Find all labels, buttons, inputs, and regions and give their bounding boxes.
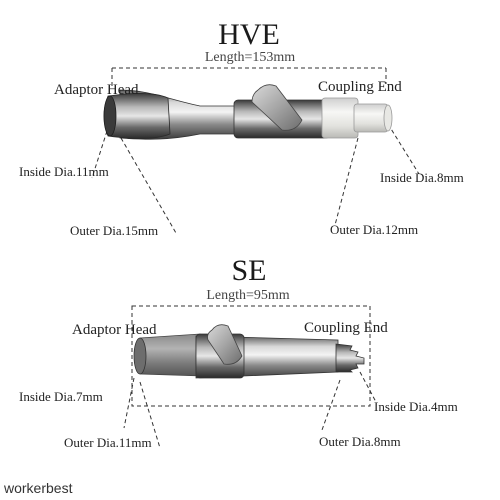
hve-instrument: [103, 84, 393, 140]
hve-outer-dia-coupling: Outer Dia.12mm: [330, 222, 419, 237]
hve-coupling-end-label: Coupling End: [318, 79, 402, 95]
hve-dimension-lines: [91, 67, 420, 234]
se-inside-dia-adaptor: Inside Dia.7mm: [19, 389, 103, 404]
se-instrument: [133, 324, 365, 379]
hve-title: HVE: [218, 18, 280, 51]
hve-inside-dia-coupling: Inside Dia.8mm: [380, 170, 464, 185]
se-adaptor-head-label: Adaptor Head: [72, 322, 157, 338]
hve-adaptor-head-label: Adaptor Head: [54, 82, 139, 98]
watermark-text: workerbest: [4, 480, 73, 496]
hve-outer-dia-adaptor: Outer Dia.15mm: [70, 223, 159, 238]
se-inside-dia-coupling: Inside Dia.4mm: [374, 399, 458, 414]
hve-inside-dia-adaptor: Inside Dia.11mm: [19, 164, 109, 179]
se-length-label: Length=95mm: [206, 288, 290, 303]
se-outer-dia-adaptor: Outer Dia.11mm: [64, 435, 152, 450]
se-outer-dia-coupling: Outer Dia.8mm: [319, 434, 401, 449]
se-title: SE: [231, 254, 267, 287]
se-coupling-end-label: Coupling End: [304, 320, 388, 336]
hve-length-label: Length=153mm: [204, 50, 296, 65]
se-dimension-lines: [123, 305, 377, 449]
